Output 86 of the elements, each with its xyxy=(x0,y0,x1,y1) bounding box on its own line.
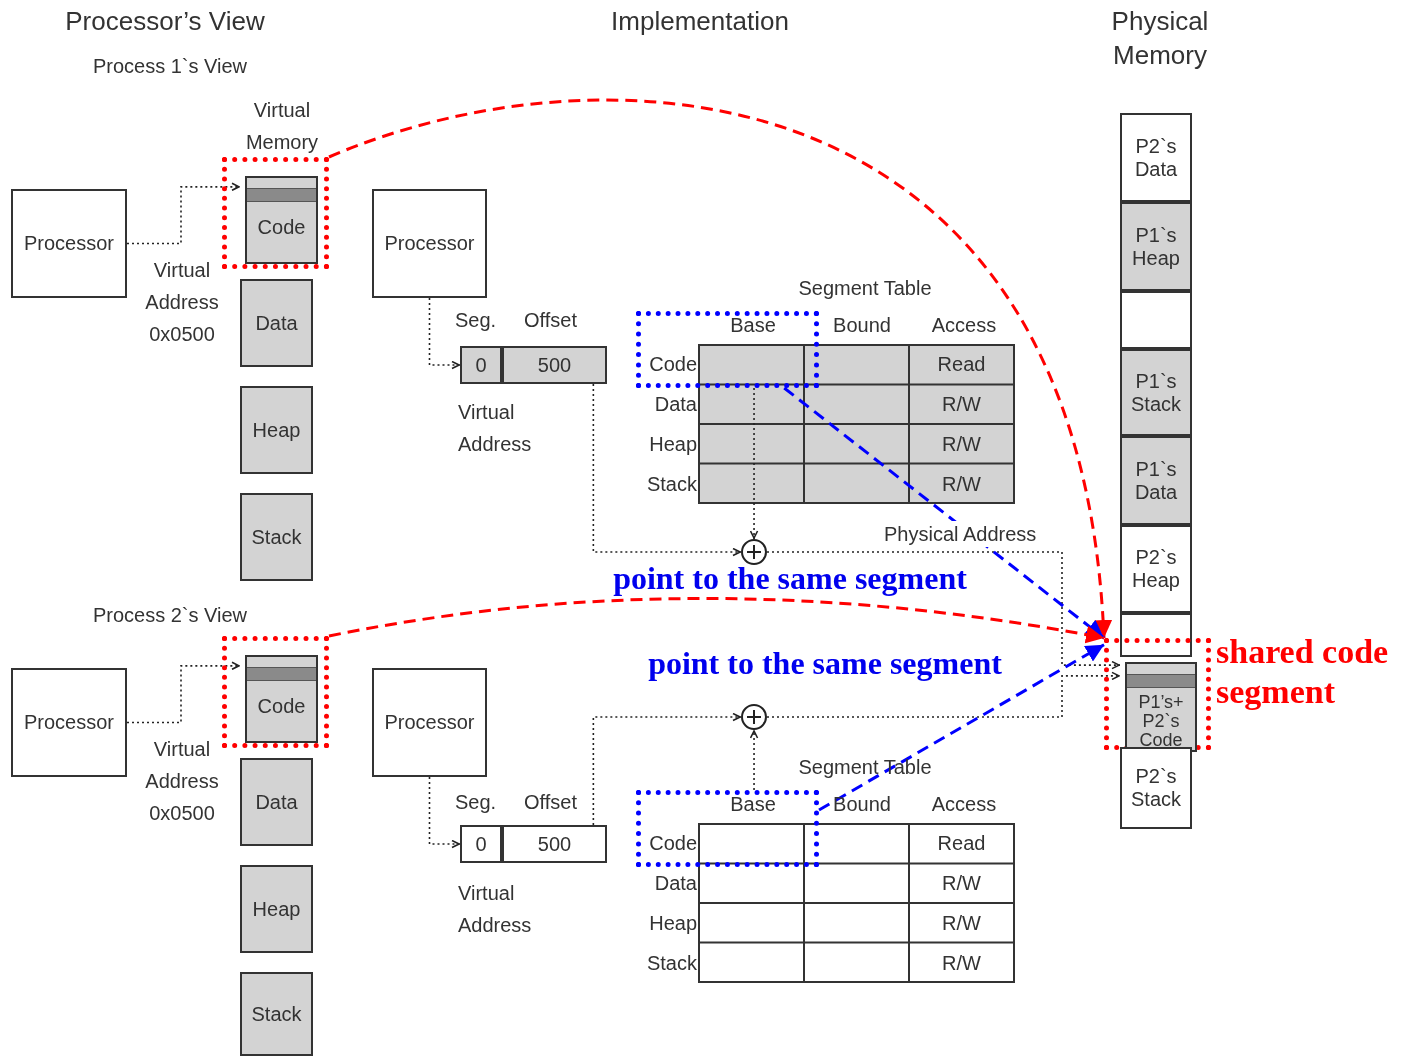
section-subtitle: Process 1`s View xyxy=(91,54,249,79)
section-subtitle: Process 2`s View xyxy=(91,603,249,628)
access-text: R/W xyxy=(941,951,982,976)
memory-segment: Stack xyxy=(240,493,313,581)
column-heading: Bound xyxy=(832,792,892,817)
memory-segment: P2`s Data xyxy=(1120,113,1192,202)
memory-segment: Code xyxy=(245,655,318,743)
memory-segment: P1`s Data xyxy=(1120,436,1192,525)
dotted-arrow xyxy=(749,387,759,540)
adder-circle xyxy=(741,539,767,565)
annotation-text: shared code segment xyxy=(1216,632,1390,712)
memory-segment: P2`s Heap xyxy=(1120,525,1192,613)
access-text: R/W xyxy=(941,911,982,936)
row-label: Data xyxy=(653,392,697,417)
access-text: Read xyxy=(936,352,987,377)
access-text: R/W xyxy=(941,432,982,457)
highlight-box xyxy=(222,636,329,748)
caption-text: Virtual Address 0x0500 xyxy=(144,258,220,347)
column-heading: Access xyxy=(930,313,998,338)
annotation-text: point to the same segment xyxy=(612,559,968,598)
access-text: Read xyxy=(936,831,987,856)
dotted-arrow xyxy=(126,661,241,724)
access-text: R/W xyxy=(941,871,982,896)
memory-segment: Heap xyxy=(240,386,313,474)
row-label: Stack xyxy=(645,472,697,497)
edge-label: Physical Address xyxy=(884,521,1037,547)
access-text: R/W xyxy=(941,392,982,417)
column-heading: Access xyxy=(930,792,998,817)
column-heading: Seg. xyxy=(455,790,498,815)
memory-segment: Data xyxy=(240,758,313,846)
memory-segment: P1’s+ P2`s Code xyxy=(1125,662,1197,752)
dotted-arrow xyxy=(428,776,461,849)
address-field: 500 xyxy=(502,346,607,384)
processor-box: Processor xyxy=(11,189,127,298)
memory-segment: P1`s Heap xyxy=(1120,202,1192,291)
section-title: Implementation xyxy=(610,5,790,38)
column-heading: Offset xyxy=(524,790,578,815)
memory-segment: Data xyxy=(240,279,313,367)
memory-segment: Code xyxy=(245,176,318,264)
dotted-arrow xyxy=(766,551,1121,670)
highlight-box xyxy=(222,157,329,269)
section-title: Processor’s View xyxy=(64,5,266,38)
dotted-arrow xyxy=(592,712,742,826)
dotted-arrow xyxy=(766,671,1121,718)
dashed-arrow xyxy=(818,643,1105,812)
column-heading: Base xyxy=(729,313,777,338)
address-field: 0 xyxy=(460,825,502,863)
annotation-text: point to the same segment xyxy=(647,644,1003,683)
row-label: Code xyxy=(648,831,697,856)
dashed-arrow xyxy=(328,99,1111,639)
row-label: Data xyxy=(653,871,697,896)
memory-segment xyxy=(1120,613,1192,657)
dashed-arrow xyxy=(328,597,1105,644)
processor-box: Processor xyxy=(372,189,487,298)
dotted-arrow xyxy=(126,182,241,245)
column-heading: Offset xyxy=(524,308,578,333)
dashed-arrow xyxy=(783,386,1105,640)
address-field: 0 xyxy=(460,346,502,384)
caption-text: Virtual Address xyxy=(458,400,533,457)
adder-circle xyxy=(741,704,767,730)
access-text: R/W xyxy=(941,472,982,497)
address-field: 500 xyxy=(502,825,607,863)
memory-segment: Stack xyxy=(240,972,313,1056)
caption-text: Virtual Memory xyxy=(244,98,320,155)
column-heading: Bound xyxy=(832,313,892,338)
column-heading: Seg. xyxy=(455,308,498,333)
row-label: Stack xyxy=(645,951,697,976)
row-label: Code xyxy=(648,352,697,377)
row-label: Heap xyxy=(648,432,697,457)
memory-segment: P1`s Stack xyxy=(1120,349,1192,436)
processor-box: Processor xyxy=(11,668,127,777)
dotted-arrow xyxy=(428,297,461,370)
section-title: Physical Memory xyxy=(1110,5,1210,72)
memory-segment: P2`s Stack xyxy=(1120,747,1192,829)
caption-text: Virtual Address xyxy=(458,881,533,938)
column-heading: Base xyxy=(729,792,777,817)
dotted-arrow xyxy=(749,729,759,791)
highlight-box xyxy=(1104,638,1211,750)
caption-text: Segment Table xyxy=(797,276,933,301)
memory-segment: Heap xyxy=(240,865,313,953)
caption-text: Virtual Address 0x0500 xyxy=(144,737,220,826)
processor-box: Processor xyxy=(372,668,487,777)
memory-segment xyxy=(1120,291,1192,349)
caption-text: Segment Table xyxy=(797,755,933,780)
row-label: Heap xyxy=(648,911,697,936)
dotted-arrow xyxy=(592,383,742,557)
